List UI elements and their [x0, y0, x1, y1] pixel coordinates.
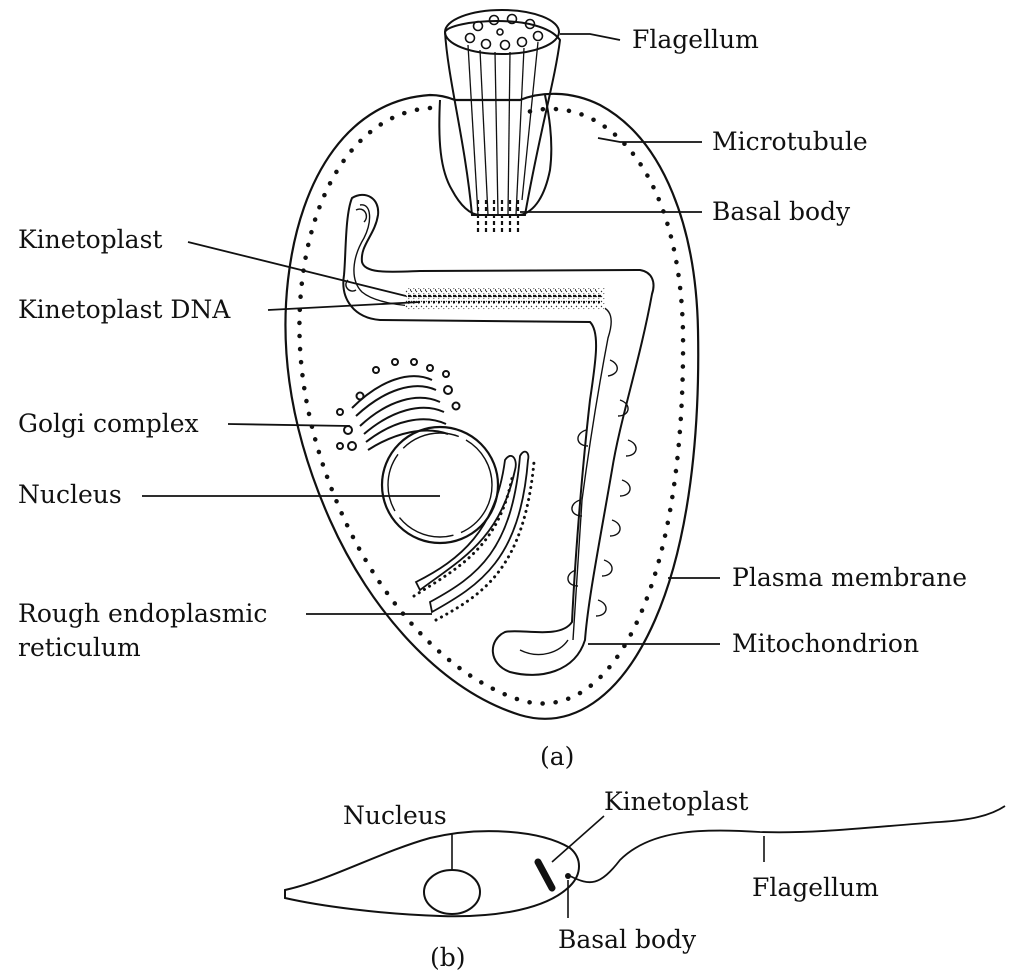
- kinetoplast-b: [538, 862, 552, 888]
- mitochondrion-a: [343, 195, 653, 675]
- figure-a: Flagellum Microtubule Basal body Kinetop…: [18, 10, 967, 771]
- golgi-complex: [337, 359, 460, 450]
- figure-b: Nucleus Kinetoplast Flagellum Basal body…: [285, 787, 1005, 972]
- label-nucleus-a: Nucleus: [18, 480, 122, 509]
- label-mitochondrion: Mitochondrion: [732, 629, 919, 658]
- caption-a: (a): [540, 742, 574, 771]
- label-plasma-membrane: Plasma membrane: [732, 563, 967, 592]
- label-basal-body-b: Basal body: [558, 925, 697, 954]
- leader-lines-a: [142, 34, 720, 644]
- label-flagellum-a: Flagellum: [632, 25, 759, 54]
- nuclear-envelope-inner: [388, 433, 492, 537]
- label-rough-er-line1: Rough endoplasmic: [18, 599, 267, 628]
- label-basal-body-a: Basal body: [712, 197, 851, 226]
- label-golgi-complex: Golgi complex: [18, 409, 199, 438]
- label-kinetoplast-b: Kinetoplast: [604, 787, 748, 816]
- flagellum-b: [570, 806, 1005, 882]
- cell-body: [285, 94, 698, 719]
- label-kinetoplast-a: Kinetoplast: [18, 225, 162, 254]
- label-rough-er-line2: reticulum: [18, 633, 141, 662]
- flagellum-a: [445, 21, 560, 215]
- nucleus-a: [382, 427, 498, 543]
- axoneme-fibers: [468, 42, 538, 215]
- label-kinetoplast-dna: Kinetoplast DNA: [18, 295, 231, 324]
- nucleus-b: [424, 870, 480, 914]
- cell-body-b: [285, 831, 579, 916]
- caption-b: (b): [430, 943, 466, 972]
- axoneme-doublets: [466, 15, 543, 50]
- label-microtubule: Microtubule: [712, 127, 868, 156]
- label-flagellum-b: Flagellum: [752, 873, 879, 902]
- kinetoplast-dna-band: [405, 288, 605, 310]
- label-nucleus-b: Nucleus: [343, 801, 447, 830]
